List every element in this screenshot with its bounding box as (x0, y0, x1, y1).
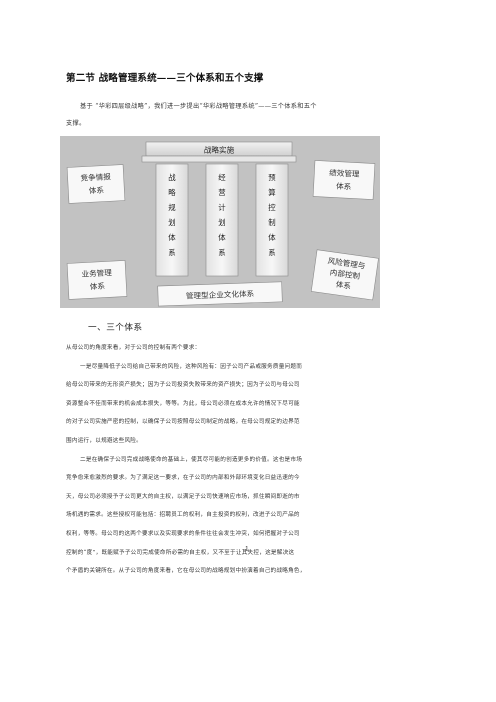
strategy-management-diagram: 战略实施 战略规划体系 经营计划体系 预算控制体系 竞争情报 体系 绩效管理 体… (60, 136, 380, 308)
body-line: 场机遇的需求。这些授权可能包括：招聘员工的权利，自主投资的权利，改进子公司产品的 (66, 512, 300, 519)
body-line: 从母公司的角度来看，对于公司的控制有两个要求： (66, 345, 201, 351)
body-line: 控制的“度”，既能赋予子公司完成使命所必需的自主权，又不至于让其失控，这是解决这 (66, 549, 295, 556)
pillar-char: 算 (268, 188, 275, 197)
section-title: 第二节 战略管理系统——三个体系和五个支撑 (66, 73, 264, 84)
body-text: 从母公司的角度来看，对于公司的控制有两个要求： 一是尽量降低子公司给自己带来的风险… (66, 339, 398, 581)
body-line: 天，母公司必须授予子公司更大的自主权，以满足子公司快速响应市场，抓住瞬间即逝的市 (66, 493, 300, 500)
pillar-char: 控 (268, 203, 276, 212)
section-heading: 一、三个体系 (88, 323, 143, 333)
body-line: 个矛盾的关键所在。从子公司的角度来看，它在母公司的战略规划中扮演着自己的战略角色… (66, 568, 306, 575)
svg-text:业务管理: 业务管理 (81, 267, 112, 279)
svg-text:体系: 体系 (336, 181, 352, 192)
pillar-char: 划 (218, 218, 225, 227)
pillar-char: 体 (218, 233, 226, 242)
pillar-char: 营 (218, 188, 225, 197)
pillar-char: 体 (168, 233, 176, 242)
body-line: 给母公司带来的无形资产损失；因为子公司投资失败带来的资产损失；因为子公司与母公司 (66, 382, 300, 389)
svg-text:内部控制: 内部控制 (329, 267, 361, 281)
pillar-char: 制 (268, 218, 275, 227)
svg-text:体系: 体系 (335, 279, 352, 291)
pillar-char: 计 (218, 203, 226, 212)
body-line: 竞争愈来愈激烈的要求。为了满足这一要求，在子公司的内部和外部环境变化日益迅速的今 (66, 475, 300, 482)
page-number: 1 (245, 546, 249, 553)
pillar-char: 系 (168, 248, 175, 257)
svg-text:绩效管理: 绩效管理 (329, 167, 360, 179)
pillar-char: 预 (268, 173, 276, 182)
intro-line-1: 基于 “华彩四层级战略”，我们进一步提出“华彩战略管理系统”——三个体系和五个 (80, 103, 317, 110)
svg-text:管理型企业文化体系: 管理型企业文化体系 (186, 288, 255, 300)
intro-line-2: 支撑。 (66, 120, 86, 127)
pillar-label-operation-planning: 经营计划体系 (218, 173, 226, 257)
intro-paragraph: 基于 “华彩四层级战略”，我们进一步提出“华彩战略管理系统”——三个体系和五个 … (66, 98, 396, 132)
pillar-char: 战 (168, 173, 176, 182)
svg-text:体系: 体系 (89, 281, 105, 292)
support-risk-internal-control: 风险管理与 内部控制 体系 (310, 249, 379, 301)
pillar-label-budget-control: 预算控制体系 (268, 173, 276, 257)
pillar-char: 系 (218, 248, 225, 257)
pillar-strategic-planning: 战略规划体系 (155, 163, 189, 277)
pillar-operation-planning: 经营计划体系 (205, 163, 239, 277)
pillar-char: 经 (218, 173, 226, 182)
body-line: 的对子公司实施严密的控制，以确保子公司按照母公司制定的战略，在母公司规定的边界范 (66, 419, 300, 426)
pillar-label-strategic-planning: 战略规划体系 (168, 173, 176, 257)
pillar-char: 划 (168, 218, 175, 227)
support-performance-management: 绩效管理 体系 (312, 160, 376, 200)
support-management-culture: 管理型企业文化体系 (157, 281, 283, 307)
roof-beam (141, 155, 297, 163)
svg-text:体系: 体系 (88, 185, 104, 196)
pillar-char: 系 (268, 248, 275, 257)
svg-text:竞争情报: 竞争情报 (80, 171, 111, 183)
pillar-budget-control: 预算控制体系 (255, 163, 289, 277)
pillar-char: 略 (168, 188, 176, 197)
support-business-management: 业务管理 体系 (66, 260, 128, 300)
body-line: 权利，等等。母公司的这两个要求以及实现要求的条件往往会发生冲突，如何把握对子公司 (66, 530, 300, 537)
pillar-char: 规 (168, 203, 176, 212)
pillar-char: 体 (268, 233, 276, 242)
body-line: 二是在确保子公司完成战略使命的基础上，使其尽可能的创造更多的价值。这也是市场 (80, 456, 303, 463)
support-competitive-intelligence: 竞争情报 体系 (66, 164, 126, 204)
body-line: 一是尽量降低子公司给自己带来的风险，这种风险有：因子公司产品或服务质量问题而 (80, 363, 303, 370)
body-line: 围内运行，以规避这些风险。 (66, 437, 142, 444)
body-line: 资源整合不佳而带来的机会成本损失，等等。为此，母公司必须在成本允许的情况下尽可能 (66, 400, 300, 407)
top-bar-label: 战略实施 (204, 145, 235, 155)
